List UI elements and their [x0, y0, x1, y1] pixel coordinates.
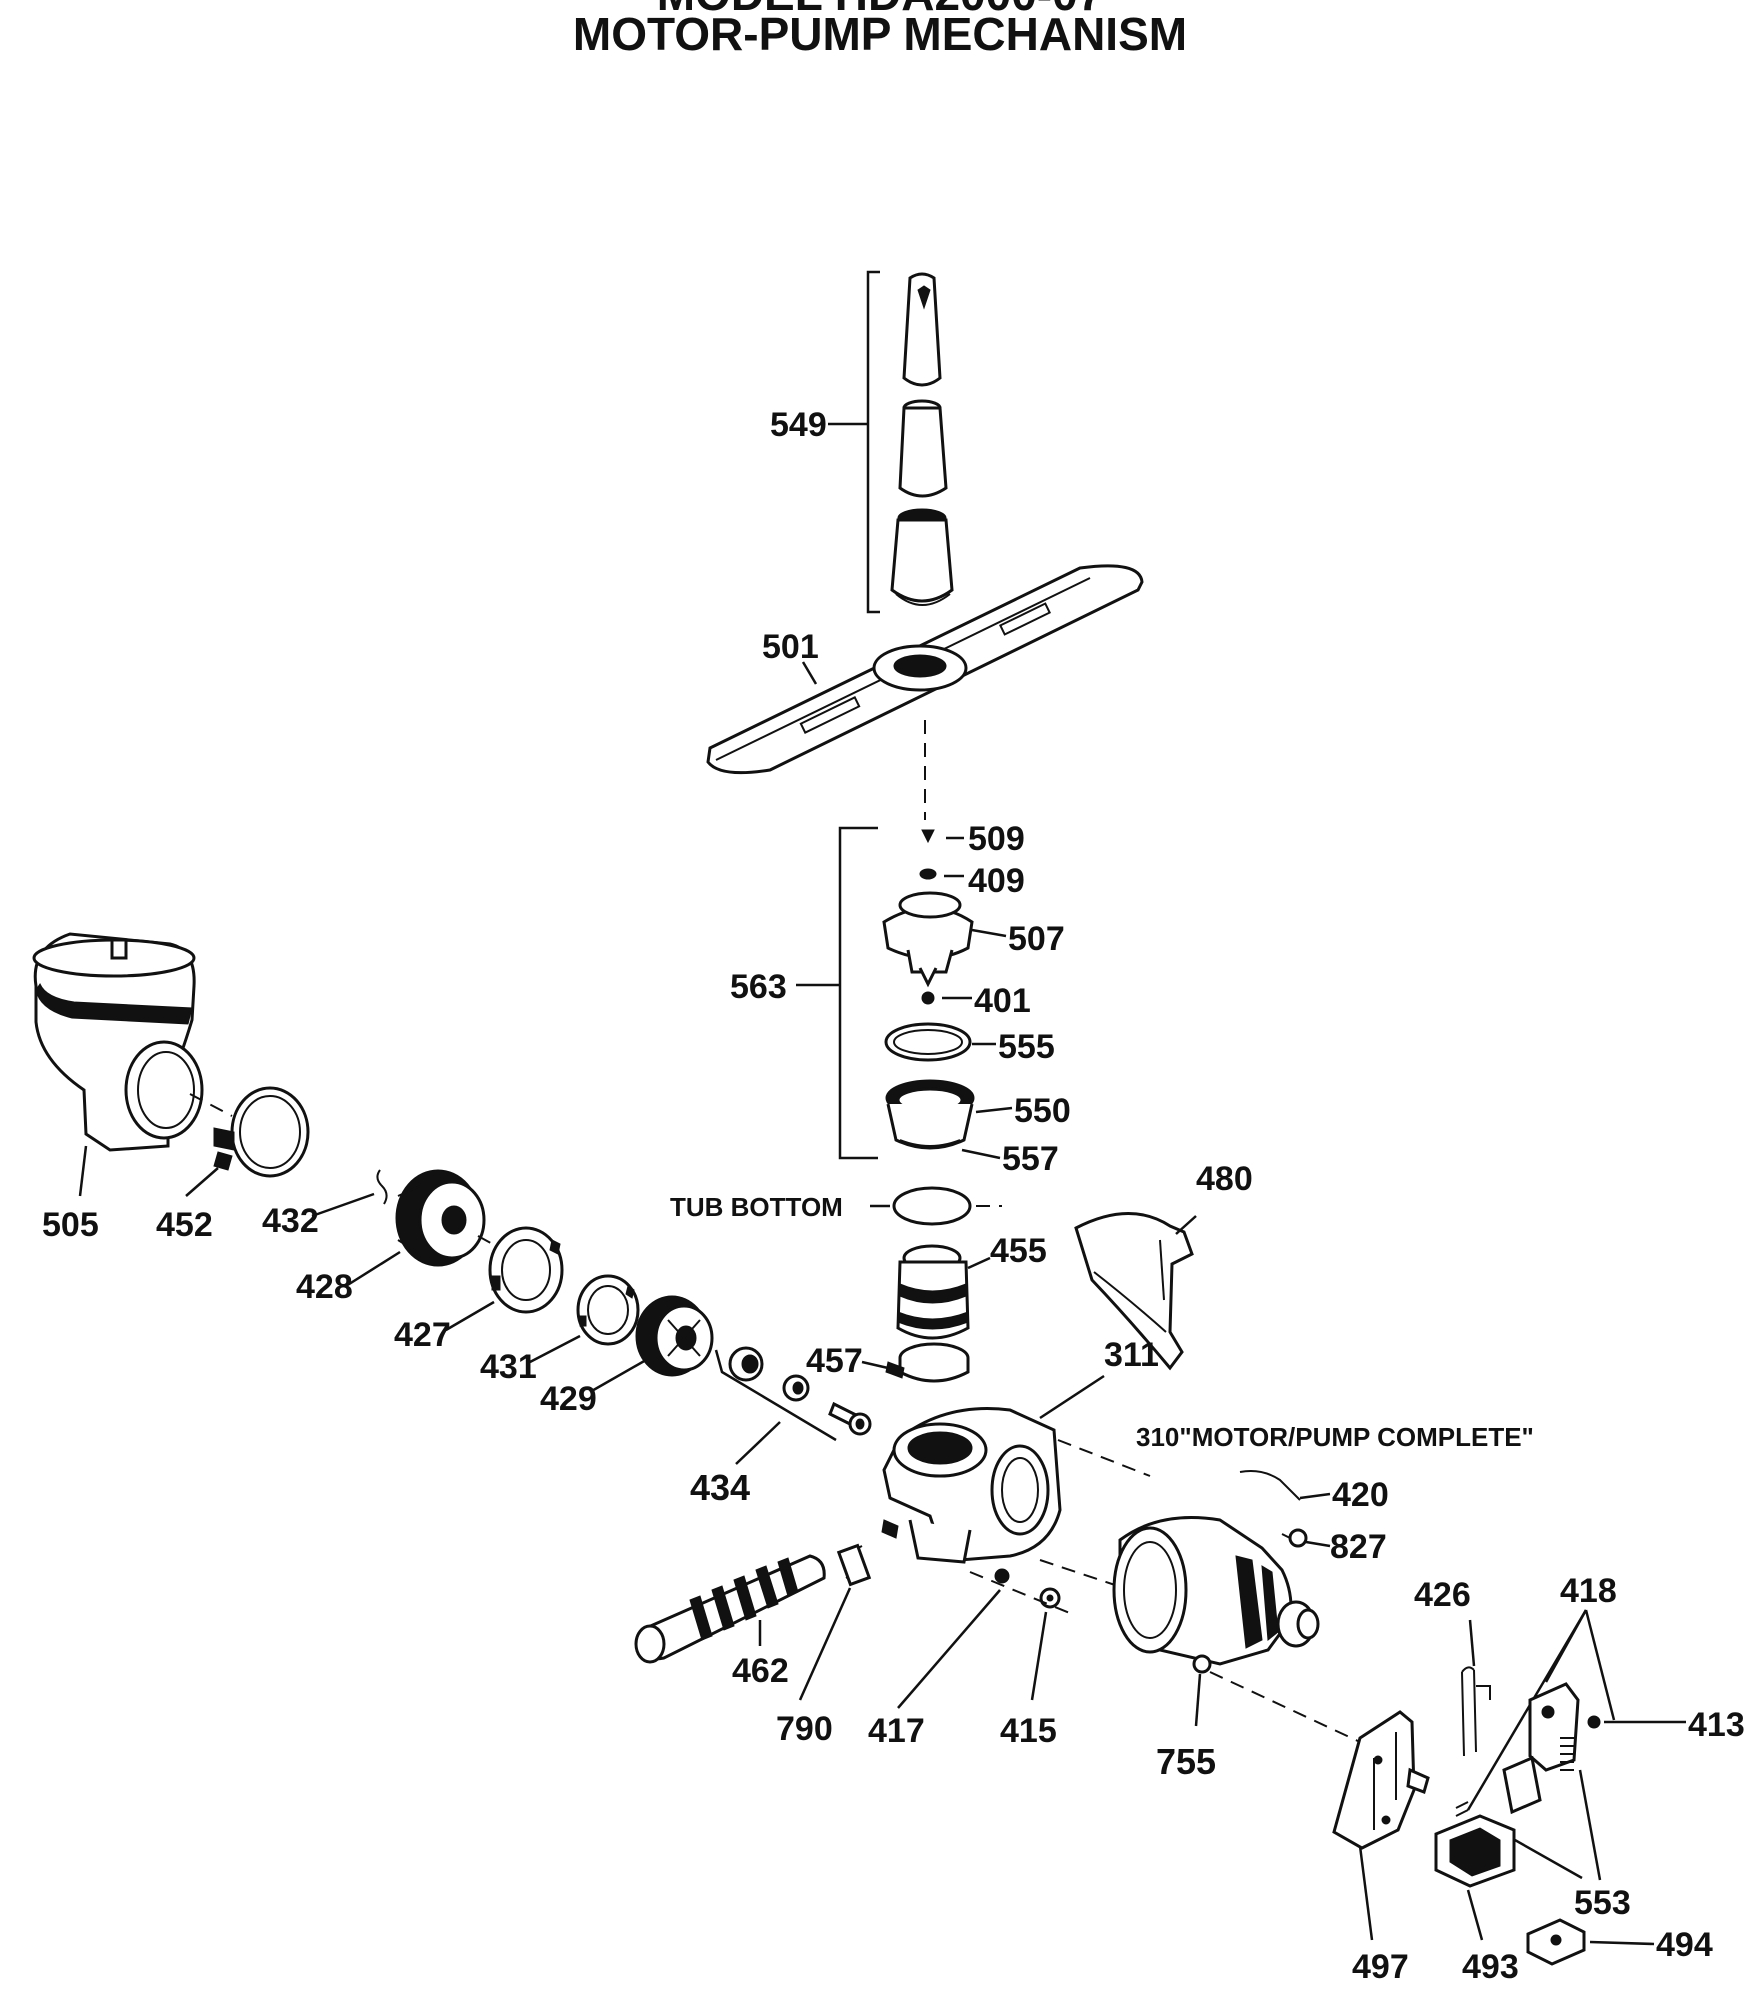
part-455-coupling	[896, 1244, 970, 1340]
callout-550: 550	[1014, 1092, 1071, 1130]
callout-452: 452	[156, 1206, 213, 1244]
callout-494: 494	[1656, 1926, 1713, 1964]
callout-493: 493	[1462, 1948, 1519, 1986]
callout-827: 827	[1330, 1528, 1387, 1566]
part-434-hardware	[714, 1346, 872, 1442]
part-550-557-seal	[885, 1079, 975, 1150]
callout-432: 432	[262, 1202, 319, 1240]
callout-555: 555	[998, 1028, 1055, 1066]
part-494-cover	[1526, 1918, 1586, 1966]
callout-790: 790	[776, 1710, 833, 1748]
model-title: MODEL HDA2000-07	[657, 0, 1104, 20]
callout-462: 462	[732, 1652, 789, 1690]
part-310-motor	[1112, 1516, 1320, 1666]
callout-497: 497	[1352, 1948, 1409, 1986]
tub-bottom-label: TUB BOTTOM	[670, 1192, 843, 1222]
callout-428: 428	[296, 1268, 353, 1306]
callout-509: 509	[968, 820, 1025, 858]
part-457-clamp	[885, 1342, 970, 1383]
part-428-impeller	[395, 1169, 486, 1267]
callout-418: 418	[1560, 1572, 1617, 1610]
callout-413: 413	[1688, 1706, 1745, 1744]
callout-409: 409	[968, 862, 1025, 900]
callout-434: 434	[690, 1467, 750, 1508]
callout-457: 457	[806, 1342, 863, 1380]
callout-420: 420	[1332, 1476, 1389, 1514]
part-790-spring	[836, 1543, 872, 1587]
callout-427: 427	[394, 1316, 451, 1354]
callout-415: 415	[1000, 1712, 1057, 1750]
part-311-pump-housing	[881, 1407, 1062, 1564]
callout-431: 431	[480, 1348, 537, 1386]
part-507-bearing-housing	[882, 891, 974, 988]
callout-549: 549	[770, 406, 827, 444]
callout-501: 501	[762, 628, 819, 666]
callout-507: 507	[1008, 920, 1065, 958]
callout-311: 311	[1104, 1336, 1159, 1374]
part-452-clamp	[213, 1086, 310, 1178]
part-549-spray-tower	[828, 270, 954, 614]
part-418-switch	[1502, 1682, 1580, 1815]
part-497-bracket	[1332, 1710, 1430, 1850]
callout-505: 505	[42, 1206, 99, 1244]
motor-pump-complete-label: 310"MOTOR/PUMP COMPLETE"	[1136, 1422, 1534, 1452]
callout-480: 480	[1196, 1160, 1253, 1198]
part-429-impeller	[635, 1295, 714, 1377]
part-505-sump	[32, 932, 204, 1152]
part-431-ring	[576, 1274, 640, 1346]
callout-401: 401	[974, 982, 1031, 1020]
callout-417: 417	[868, 1712, 925, 1750]
part-480-guard	[1074, 1212, 1194, 1371]
diagram-title: MOTOR-PUMP MECHANISM	[573, 8, 1187, 60]
callout-563: 563	[730, 968, 787, 1006]
callout-557: 557	[1002, 1140, 1059, 1178]
callout-426: 426	[1414, 1576, 1471, 1614]
callout-429: 429	[540, 1380, 597, 1418]
part-427-ring	[488, 1226, 564, 1314]
callout-553: 553	[1574, 1884, 1631, 1922]
part-462-auger	[634, 1554, 826, 1664]
callout-455: 455	[990, 1232, 1047, 1270]
part-501-spray-arm	[706, 564, 1144, 820]
callout-755: 755	[1156, 1741, 1216, 1782]
part-493-bracket	[1434, 1814, 1516, 1888]
